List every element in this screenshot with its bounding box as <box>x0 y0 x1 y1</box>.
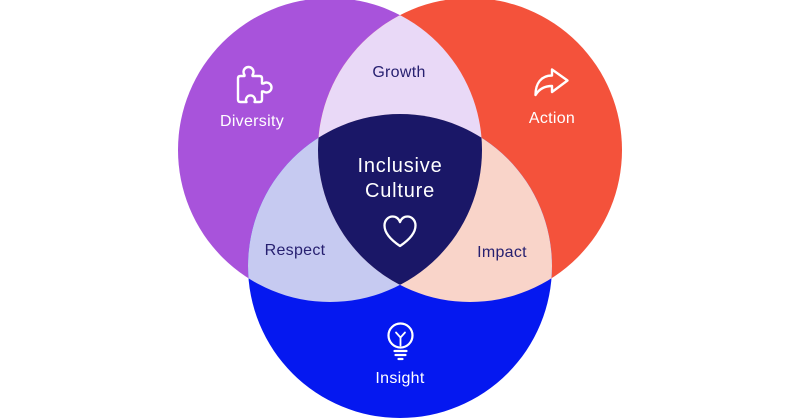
center-region <box>318 114 482 302</box>
puzzle-icon <box>236 65 273 104</box>
center-label-line1: Inclusive <box>357 155 442 177</box>
center-clip-inner <box>318 114 482 302</box>
diversity-label: Diversity <box>220 113 284 130</box>
insight-label: Insight <box>375 370 424 387</box>
impact-label: Impact <box>477 244 527 261</box>
heart-icon <box>383 215 417 248</box>
lightbulb-icon <box>387 322 414 361</box>
respect-label: Respect <box>265 242 326 259</box>
center-clip-outer <box>318 114 482 302</box>
growth-label: Growth <box>372 64 425 81</box>
action-label: Action <box>529 110 575 127</box>
arrow-icon <box>534 68 569 97</box>
center-label-line2: Culture <box>365 180 435 202</box>
